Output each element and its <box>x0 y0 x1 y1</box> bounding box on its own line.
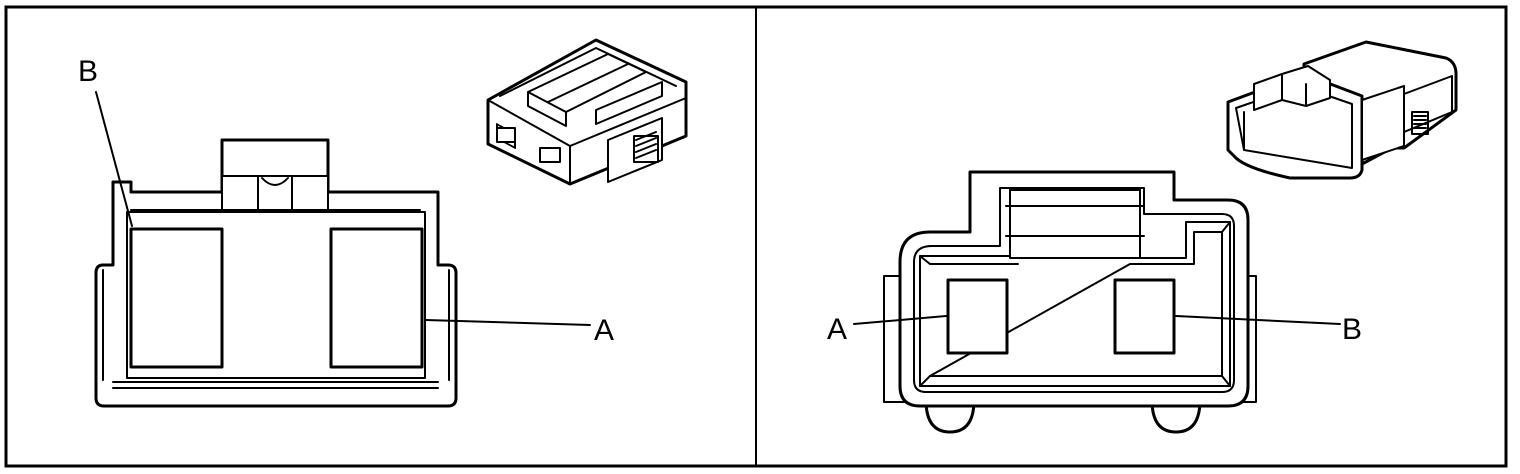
right-leader-b <box>1175 315 1341 325</box>
right-leader-a <box>853 315 947 325</box>
right-cavity-a <box>946 278 1009 355</box>
right-label-b: B <box>1342 313 1362 346</box>
left-cavity-b <box>129 227 224 369</box>
right-label-a: A <box>827 313 847 346</box>
left-label-a: A <box>594 314 614 347</box>
left-connector-thumbnail <box>486 38 688 186</box>
left-connector-face <box>94 138 458 408</box>
right-cavity-b <box>1113 278 1176 355</box>
right-connector-thumbnail <box>1226 40 1458 180</box>
right-connector-face <box>883 170 1257 434</box>
left-leader-b <box>95 91 133 227</box>
left-leader-a <box>425 319 591 326</box>
left-cavity-a <box>329 227 424 369</box>
left-label-b: B <box>78 55 98 88</box>
